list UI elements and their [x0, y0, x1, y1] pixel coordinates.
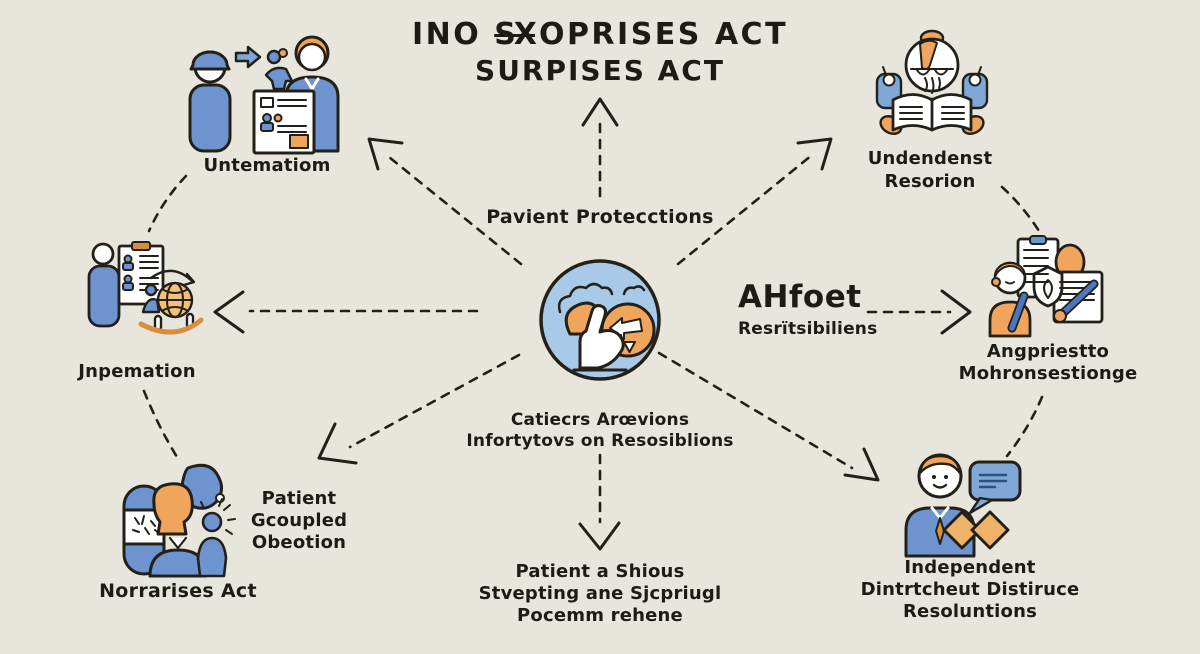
label-bottom-note-line3: Pocemm rehene	[517, 605, 683, 626]
label-mid-left: Jnpemation	[78, 361, 196, 382]
label-bottom-note-line2: Stvepting ane Sjcpriugl	[478, 583, 722, 604]
arrowhead-right	[940, 289, 972, 335]
connector-left-bottom	[142, 389, 179, 459]
title-part1: INO	[411, 17, 482, 52]
label-bottom-right-line2: Dintrtcheut Distiruce	[860, 579, 1080, 600]
connector-right-bottom	[1005, 395, 1044, 458]
arrow-line-bottom-left	[348, 353, 521, 449]
survey-clipboards-icon	[988, 235, 1104, 338]
arrowhead-top-right	[796, 137, 833, 171]
label-top-right-line1: Undendenst	[867, 148, 993, 169]
arrowhead-up	[581, 97, 619, 127]
capsule-people-icon	[122, 463, 236, 578]
label-bottom-right-line3: Resoluntions	[902, 601, 1038, 622]
arrow-line-top-right	[676, 153, 814, 266]
label-top-left: Untematiom	[203, 155, 331, 176]
arrowhead-bottom-right	[843, 447, 880, 482]
connector-right-top	[1000, 185, 1041, 233]
arrowhead-down	[578, 521, 621, 551]
note-ahfoet: AHfoet	[738, 279, 862, 315]
reader-book-icon	[875, 29, 989, 135]
arrowhead-bottom-left	[317, 422, 358, 465]
clipboard-globe-icon	[87, 241, 204, 335]
label-bottom-right-line1: Independent	[904, 557, 1036, 578]
arrow-line-top-left	[387, 155, 523, 266]
note-resrtsibiliens: Resrïtsibiliens	[738, 319, 878, 339]
arrowhead-left	[213, 290, 245, 334]
connector-left-top	[147, 174, 188, 233]
arrow-line-bottom-right	[657, 351, 854, 470]
label-bottom-note-line1: Patient a Shious	[515, 561, 685, 582]
label-mid-right-line2: Mohronsestionge	[958, 363, 1138, 384]
referral-people-icon	[188, 35, 340, 155]
label-mid-right-line1: Angpriestto	[986, 341, 1110, 362]
title-ligature: SX	[494, 17, 537, 52]
label-patient-protections: Pavient Protecctions	[486, 206, 714, 228]
label-center-bottom-line2: Infortytovs on Resosiblions	[466, 431, 734, 451]
arrowhead-top-left	[367, 137, 404, 171]
label-side-line1: Patient	[261, 488, 337, 509]
label-side-line2: Gcoupled	[250, 510, 348, 531]
center-hub-icon	[539, 259, 661, 381]
label-side-line3: Obeotion	[251, 532, 347, 553]
label-bottom-left: Norrarises Act	[99, 580, 257, 602]
title-part2: OPRISES ACT	[538, 17, 789, 52]
title-line2: SURPISES ACT	[475, 54, 725, 87]
label-top-right-line2: Resorion	[884, 171, 976, 192]
label-center-bottom-line1: Catiecrs Arœvions	[510, 410, 690, 430]
mediation-speech-icon	[904, 453, 1022, 558]
